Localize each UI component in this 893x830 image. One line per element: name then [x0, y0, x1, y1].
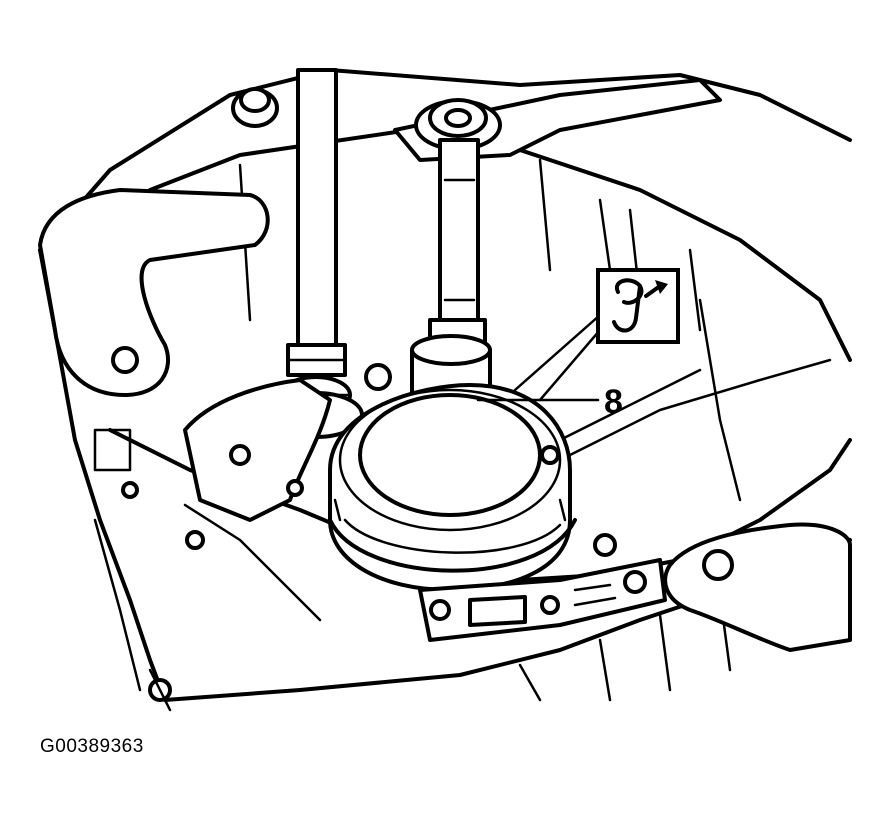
- filter-plate: [418, 533, 667, 642]
- gear-drum: [328, 383, 577, 592]
- figure-id-label: G00389363: [40, 736, 144, 757]
- left-bracket: [38, 188, 270, 397]
- right-bracket: [663, 522, 852, 652]
- valve-body-plate: [93, 378, 332, 622]
- special-tool-icon: [513, 268, 680, 402]
- callout-8-label: 8: [604, 383, 623, 421]
- fastener-bolts: [148, 363, 560, 712]
- forcing-screw: [428, 138, 487, 347]
- top-left-bolt: [231, 87, 279, 128]
